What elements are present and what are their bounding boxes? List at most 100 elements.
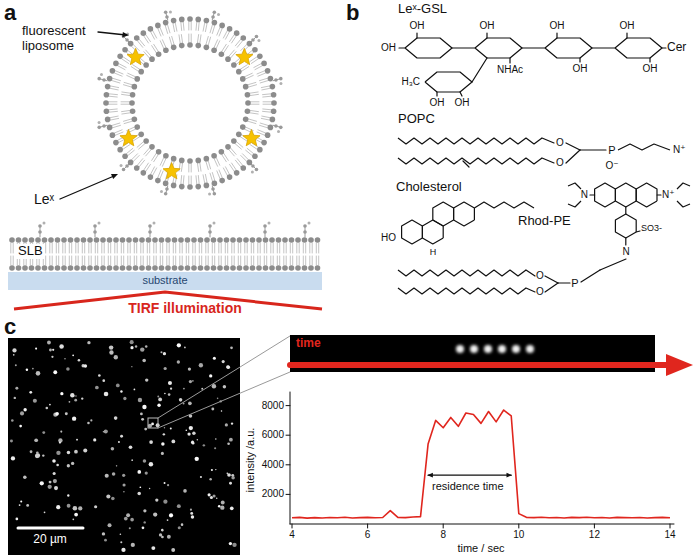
lipid-tail — [182, 243, 183, 253]
lipid-head — [110, 132, 116, 138]
fluorescent-spot — [56, 451, 60, 455]
tick — [367, 524, 368, 528]
lipid-head — [263, 237, 269, 243]
lipid-tail — [160, 243, 161, 253]
bond — [399, 47, 405, 48]
lipid-tail — [238, 256, 239, 265]
lipid-head — [35, 237, 41, 243]
lipid-head — [74, 237, 80, 243]
fluorescent-spot — [190, 512, 193, 515]
glycan — [303, 230, 307, 234]
lipid-tail — [277, 256, 278, 265]
fluorescent-spot — [217, 398, 219, 400]
glycan — [208, 192, 211, 195]
bond — [566, 143, 580, 150]
lipid-tail — [238, 243, 239, 253]
lipid-head — [219, 23, 225, 29]
lipid-tail — [56, 243, 57, 253]
lipid-head — [22, 237, 28, 243]
lipid-tail — [225, 256, 226, 265]
fluorescent-spot — [186, 430, 188, 432]
lipid-head — [217, 237, 223, 243]
tick-label: 12 — [589, 529, 600, 541]
supported-bilayer — [8, 222, 322, 291]
lipid-tail — [84, 256, 85, 265]
fluorescent-spot — [65, 412, 68, 415]
lipid-head — [236, 69, 242, 75]
fluorescent-spot — [104, 539, 107, 542]
glycan — [251, 38, 255, 42]
lipid-tail — [303, 256, 304, 265]
glycan — [308, 222, 311, 225]
fluorescent-spot — [94, 505, 97, 508]
lipid-head — [165, 265, 171, 271]
lipid-tail — [305, 243, 306, 253]
fluorescent-spot — [124, 517, 128, 521]
lipid-head — [245, 100, 251, 106]
lipid-head — [245, 108, 251, 114]
fluorescent-spot — [40, 481, 44, 485]
fluorescent-spot — [153, 512, 157, 516]
glycan — [153, 222, 156, 225]
fluorescent-spot — [111, 497, 115, 501]
bond — [625, 238, 626, 245]
lipid-tail — [221, 256, 222, 265]
glycan — [98, 222, 101, 225]
lipid-head — [132, 84, 138, 90]
ethyl — [568, 201, 581, 207]
glycan — [213, 10, 217, 14]
axis-label: intensity /a.u. — [244, 428, 257, 493]
lipid-tail — [108, 256, 109, 265]
lipid-tail — [153, 256, 154, 265]
fluorescent-spot — [26, 504, 29, 507]
fluorescent-spot — [120, 435, 123, 438]
lipid-head — [61, 265, 67, 271]
lipid-head — [29, 265, 35, 271]
fluorescent-spot — [183, 489, 187, 493]
lipid-tail — [169, 243, 170, 253]
lipid-tail — [117, 243, 118, 253]
lipid-tail — [10, 256, 11, 265]
arrow-head — [111, 174, 118, 179]
lipid-tail — [270, 243, 271, 253]
fluorescent-spot — [122, 474, 125, 477]
lipid-tail — [117, 256, 118, 265]
lipid-head — [134, 35, 140, 41]
lipid-head — [185, 265, 191, 271]
fluorescent-spot — [105, 474, 109, 478]
fluorescent-spot — [144, 428, 147, 431]
fluorescent-spot — [67, 504, 71, 508]
fluorescent-spot — [151, 546, 155, 550]
lipid-tail — [212, 243, 213, 253]
fluorescent-spot — [188, 401, 192, 405]
fluorescent-spot — [87, 422, 90, 425]
lipid-tail — [286, 256, 287, 265]
lipid-tail — [101, 256, 102, 265]
glycan — [211, 15, 215, 19]
bond — [581, 270, 600, 282]
lipid-tail — [195, 243, 196, 253]
bond — [626, 33, 627, 38]
lipid-tail — [58, 256, 59, 265]
fluorescent-spot — [53, 479, 57, 483]
bond — [600, 259, 626, 270]
fluorescent-spot — [53, 472, 56, 475]
lipid-head — [117, 147, 123, 153]
lipid-head — [243, 265, 249, 271]
lipid-head — [156, 149, 162, 155]
lipid-head — [134, 76, 140, 82]
fluorescent-spot — [171, 440, 175, 444]
lipid-tail — [318, 243, 319, 253]
fluorescent-spot — [55, 412, 59, 416]
lipid-head — [231, 138, 237, 144]
kymograph-spot — [526, 345, 534, 353]
lipid-tail — [166, 256, 167, 265]
fluorescent-spot — [161, 529, 163, 531]
lipid-head — [130, 92, 136, 98]
fluorescent-spot — [67, 494, 69, 496]
bond — [486, 33, 487, 38]
fluorescent-spot — [142, 526, 145, 529]
lipid-head — [171, 156, 177, 162]
fluorescent-spot — [75, 395, 77, 397]
lipid-head — [257, 147, 263, 153]
